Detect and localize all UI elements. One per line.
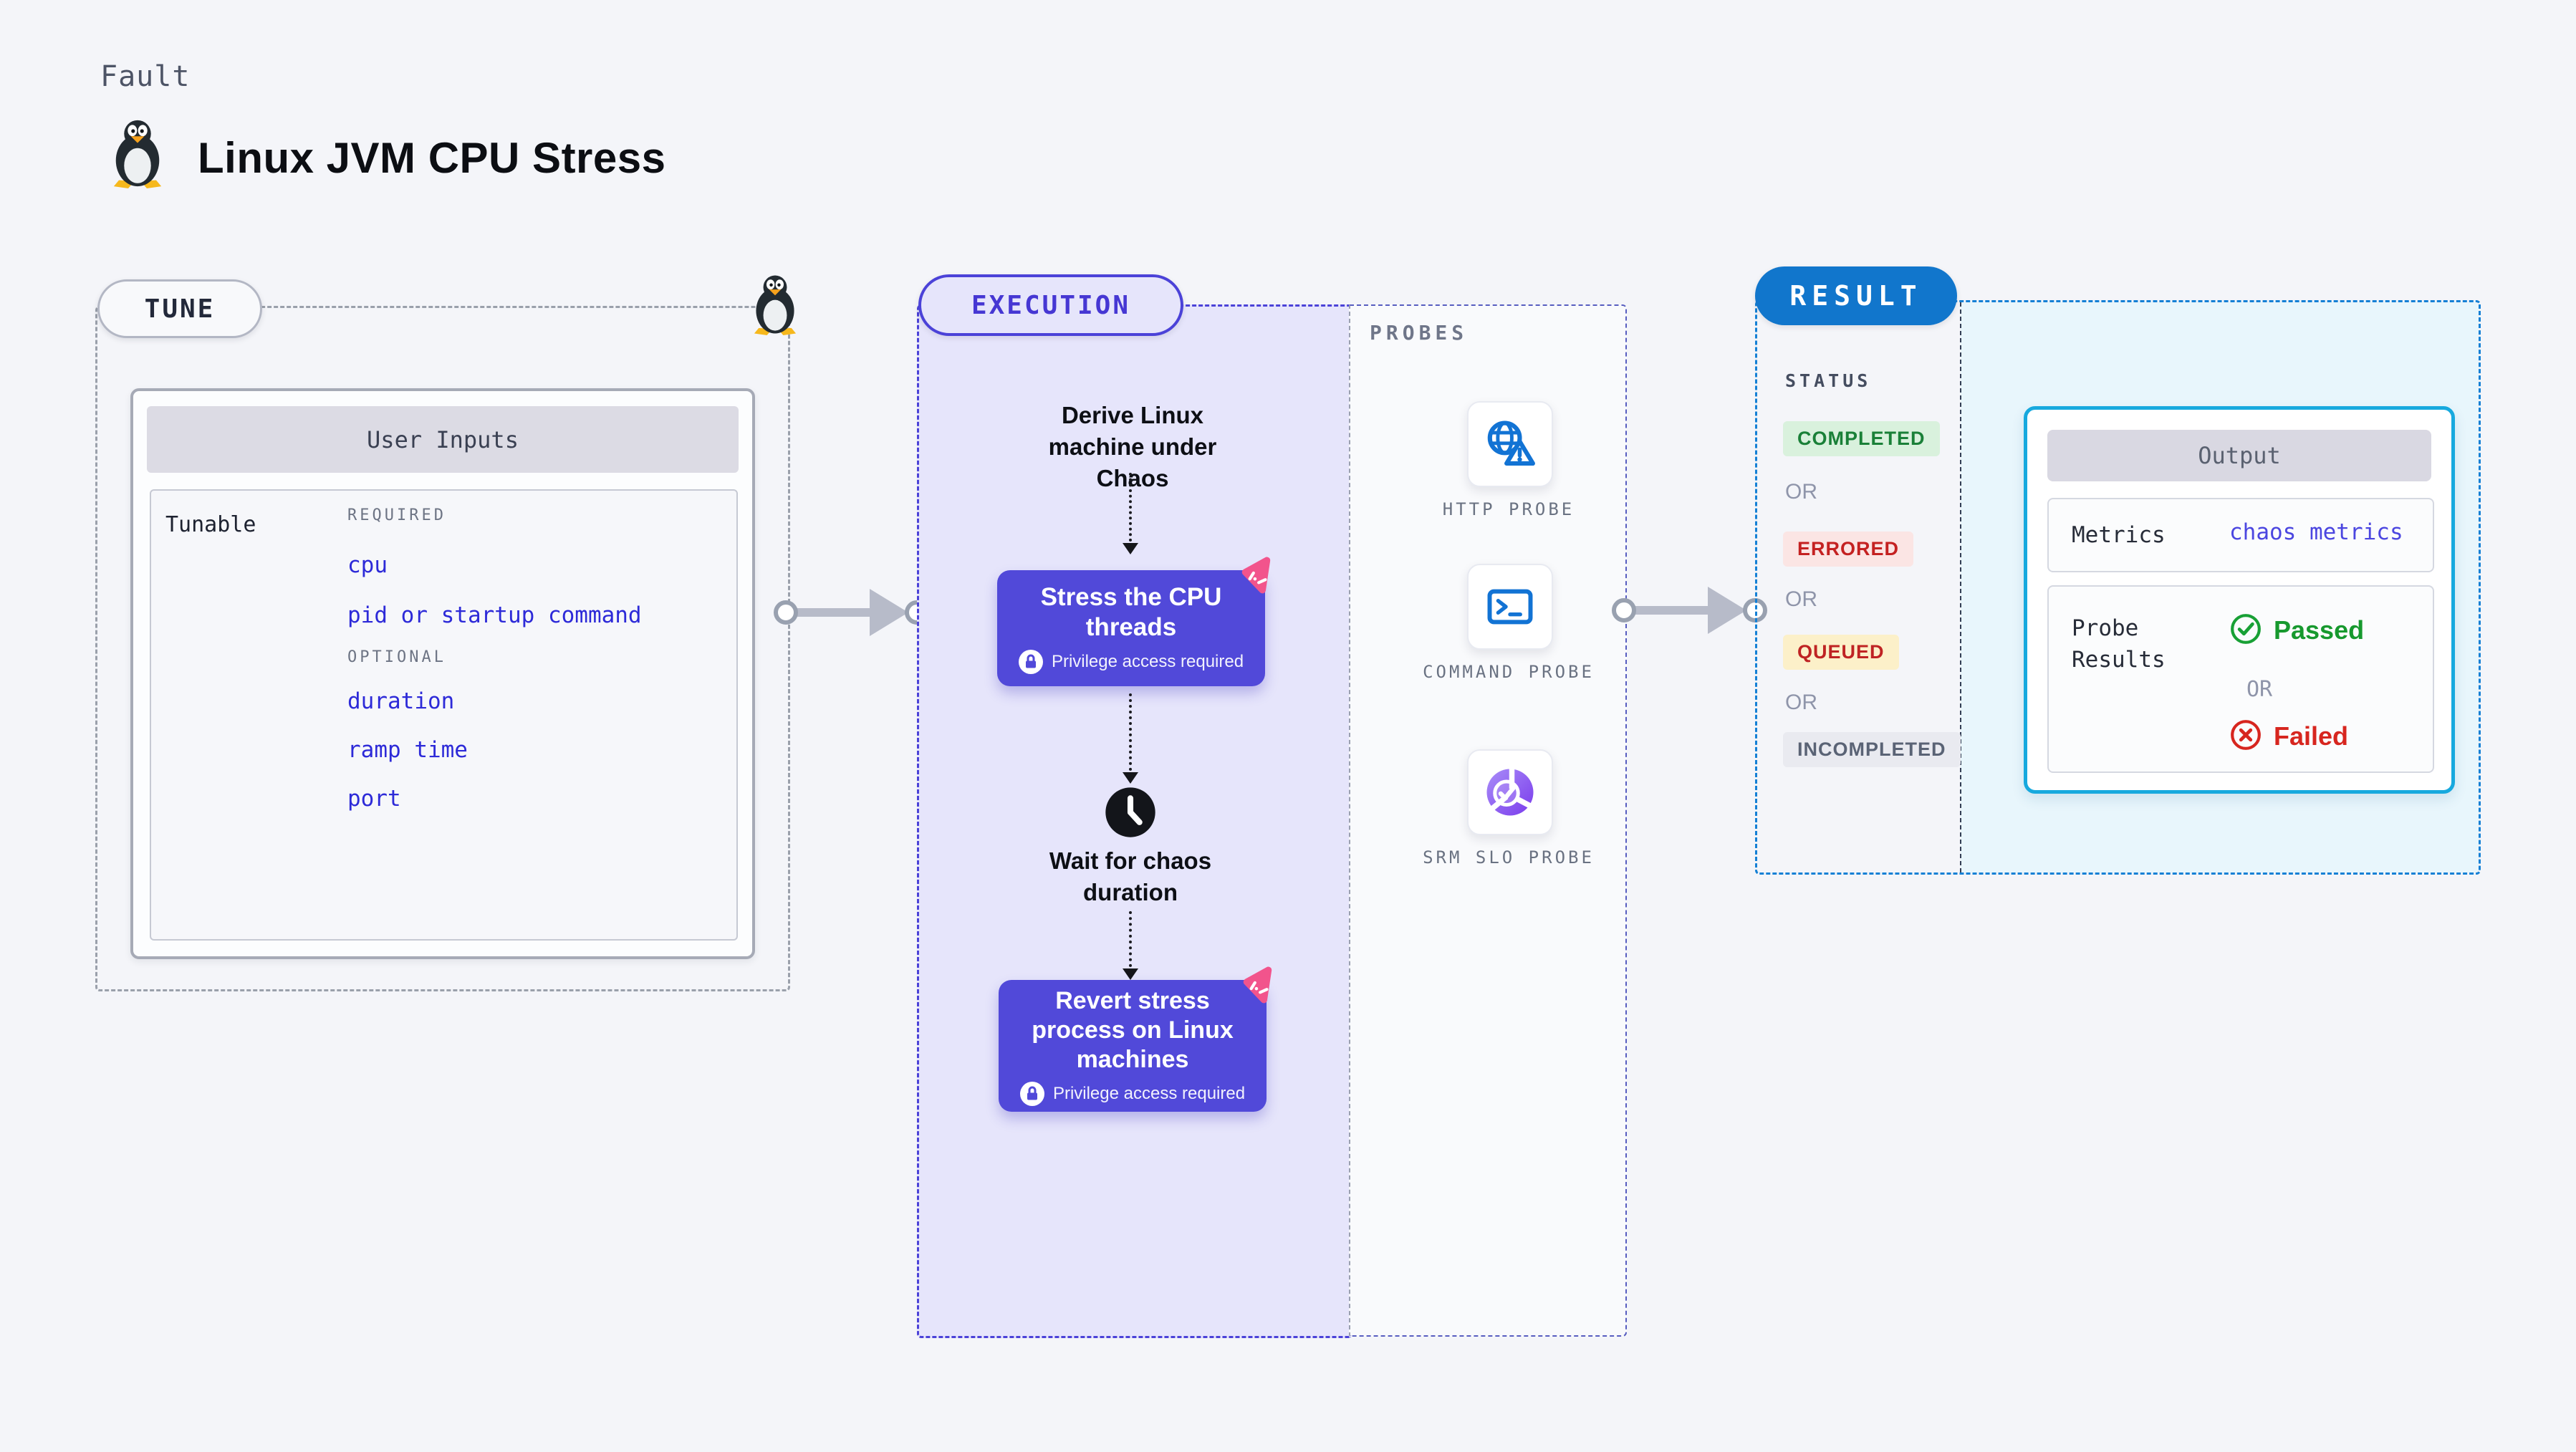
lock-icon — [1018, 650, 1043, 674]
passed-label: Passed — [2274, 615, 2365, 645]
output-title: Output — [2047, 430, 2431, 481]
x-circle-icon — [2231, 720, 2261, 750]
user-inputs-table: Tunable REQUIRED cpu pid or startup comm… — [150, 489, 738, 941]
linux-penguin-icon — [754, 275, 797, 335]
optional-heading: OPTIONAL — [347, 648, 446, 666]
status-badge-queued: QUEUED — [1783, 635, 1899, 670]
stress-step-title: Stress the CPU threads — [1040, 583, 1222, 641]
fault-eyebrow: Fault — [100, 60, 191, 93]
param-port[interactable]: port — [347, 786, 401, 812]
terminal-icon — [1487, 589, 1533, 625]
or-separator: OR — [1785, 691, 1817, 714]
failed-label: Failed — [2274, 721, 2349, 751]
flow-connector-arrowhead — [1123, 772, 1138, 784]
output-card: Output Metrics chaos metrics Probe Resul… — [2024, 406, 2455, 794]
srm-slo-probe-card[interactable] — [1467, 749, 1553, 835]
revert-stress-step-box: Revert stress process on Linux machines … — [999, 980, 1267, 1112]
tunable-row-label: Tunable — [165, 512, 256, 537]
metrics-row: Metrics chaos metrics — [2047, 498, 2434, 572]
wait-step-text: Wait for chaos duration — [1049, 847, 1212, 905]
command-probe-card[interactable] — [1467, 564, 1553, 650]
execution-to-result-arrow — [1633, 606, 1709, 615]
status-badge-completed: COMPLETED — [1783, 421, 1940, 456]
chaos-icon — [1243, 966, 1272, 1004]
result-pill: RESULT — [1755, 266, 1957, 325]
privilege-badge: Privilege access required — [1018, 650, 1244, 674]
chaos-metrics-link[interactable]: chaos metrics — [2229, 519, 2403, 545]
page-title: Linux JVM CPU Stress — [198, 134, 666, 182]
user-inputs-card: User Inputs Tunable REQUIRED cpu pid or … — [130, 388, 755, 959]
param-ramp-time[interactable]: ramp time — [347, 737, 468, 763]
execution-to-result-arrowhead — [1708, 587, 1746, 634]
tune-section-box — [95, 306, 790, 991]
command-probe-label: COMMAND PROBE — [1423, 662, 1595, 682]
metrics-label: Metrics — [2072, 522, 2166, 548]
connector-dot — [1612, 598, 1636, 622]
probe-results-label: Probe Results — [2072, 615, 2166, 673]
flow-connector-arrowhead — [1123, 543, 1138, 554]
required-heading: REQUIRED — [347, 506, 446, 524]
param-pid-or-startup-command[interactable]: pid or startup command — [347, 602, 642, 628]
status-badge-errored: ERRORED — [1783, 532, 1914, 567]
globe-alert-icon — [1487, 420, 1535, 466]
flow-connector — [1129, 473, 1132, 542]
status-heading: STATUS — [1785, 370, 1872, 391]
privilege-badge: Privilege access required — [1019, 1081, 1246, 1106]
or-separator: OR — [2246, 677, 2273, 702]
result-divider — [1960, 302, 1961, 872]
tune-pill: TUNE — [97, 279, 262, 338]
flow-connector — [1129, 911, 1132, 967]
http-probe-label: HTTP PROBE — [1442, 499, 1575, 519]
privilege-badge-text: Privilege access required — [1052, 1083, 1246, 1103]
derive-step-text: Derive Linux machine under Chaos — [1048, 402, 1217, 491]
probe-results-row: Probe Results Passed OR Failed — [2047, 585, 2434, 773]
connector-dot — [774, 600, 798, 625]
privilege-badge-text: Privilege access required — [1051, 652, 1244, 671]
flow-connector-arrowhead — [1123, 968, 1138, 980]
http-probe-card[interactable] — [1467, 401, 1553, 487]
revert-step-title: Revert stress process on Linux machines — [1032, 986, 1234, 1073]
tune-to-execution-arrowhead — [870, 589, 908, 636]
flow-connector — [1129, 693, 1132, 771]
clock-icon — [1105, 787, 1155, 837]
param-duration[interactable]: duration — [347, 688, 455, 714]
probes-heading: PROBES — [1370, 321, 1469, 345]
linux-penguin-icon — [113, 120, 162, 188]
status-badge-incompleted: INCOMPLETED — [1783, 732, 1961, 767]
param-cpu[interactable]: cpu — [347, 552, 388, 578]
slo-pie-icon — [1486, 768, 1534, 816]
chaos-icon — [1241, 557, 1271, 594]
or-separator: OR — [1785, 480, 1817, 504]
user-inputs-title: User Inputs — [147, 406, 739, 473]
lock-icon — [1019, 1081, 1044, 1106]
check-circle-icon — [2231, 614, 2261, 644]
or-separator: OR — [1785, 587, 1817, 611]
tune-to-execution-arrow — [795, 608, 874, 617]
srm-slo-probe-label: SRM SLO PROBE — [1423, 847, 1595, 867]
execution-pill: EXECUTION — [918, 274, 1183, 336]
stress-cpu-step-box: Stress the CPU threads Privilege access … — [997, 570, 1265, 686]
